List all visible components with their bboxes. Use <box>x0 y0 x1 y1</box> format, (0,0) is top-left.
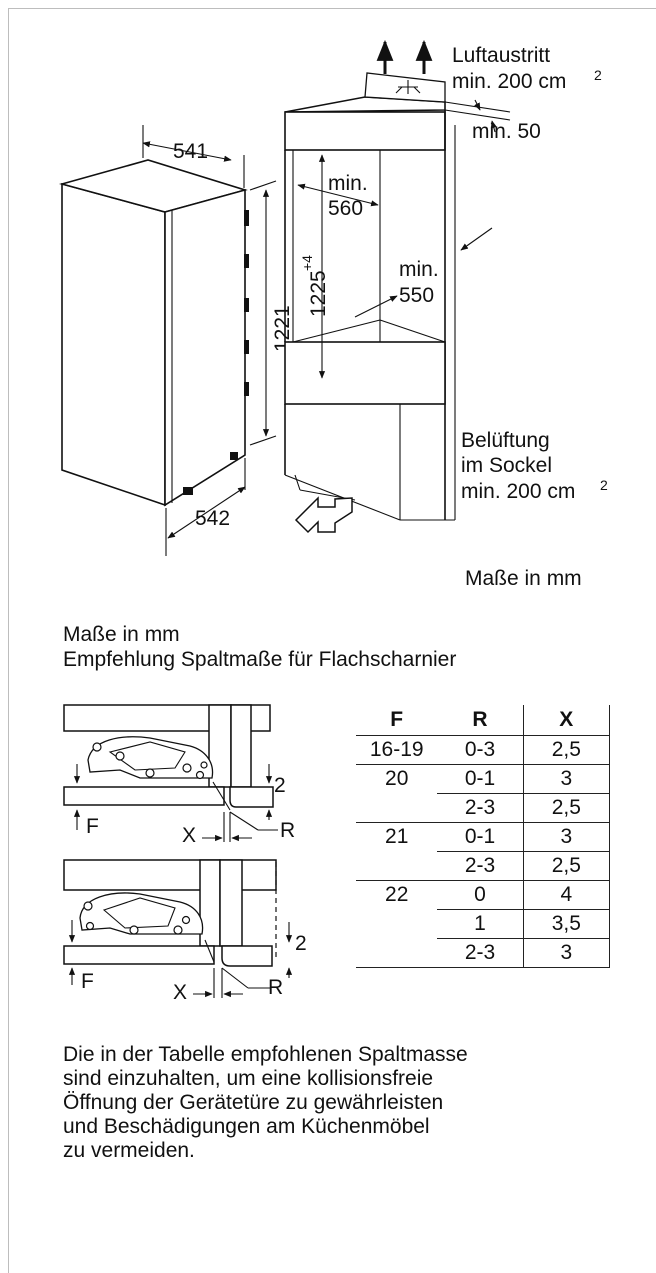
installation-note: Die in der Tabelle empfohlenen Spaltmass… <box>63 1043 468 1163</box>
cell-x: 2,5 <box>523 851 611 881</box>
cell-f: 22 <box>385 883 409 907</box>
dimension-min-550: min. 550 <box>354 258 439 318</box>
upper-cabinet <box>284 111 446 151</box>
table-row: 2-3 3 <box>356 938 611 968</box>
air-outlet-arrows <box>376 39 433 74</box>
cell-f: 20 <box>385 767 409 791</box>
units-caption: Maße in mm <box>465 567 582 590</box>
appliance-drawing <box>58 159 249 507</box>
cell-f <box>356 910 437 939</box>
lower-cabinet <box>284 341 446 405</box>
table-row: 1 3,5 <box>356 909 611 939</box>
note-line: Die in der Tabelle empfohlenen Spaltmass… <box>63 1043 468 1066</box>
cell-f <box>356 851 438 881</box>
cell-x: 3 <box>523 764 611 794</box>
table-row: 20 0-1 3 <box>356 764 611 794</box>
table-row: 21 0-1 3 <box>356 822 611 852</box>
cell-x: 3 <box>523 822 611 852</box>
cell-f: 21 <box>385 825 409 849</box>
side-arrow <box>460 227 493 251</box>
dimension-depth-542: 542 <box>165 458 246 556</box>
cell-f <box>356 938 438 968</box>
gap-heading-line2: Empfehlung Spaltmaße für Flachscharnier <box>63 648 456 671</box>
label-min-50: min. 50 <box>472 120 541 143</box>
header-r: R <box>437 705 524 736</box>
label-ventilation-line3: min. 200 cm <box>461 480 575 503</box>
hinge2-label-2: 2 <box>295 932 307 955</box>
label-1225: 1225 <box>307 270 330 317</box>
gap-table: F R X 16-19 0-3 2,5 20 0-1 3 2-3 2,5 21 … <box>356 705 611 968</box>
cell-x: 3 <box>523 938 611 968</box>
header-x: X <box>523 705 611 736</box>
label-541: 541 <box>173 140 208 163</box>
table-row: 2-3 2,5 <box>356 851 611 881</box>
note-line: Öffnung der Gerätetüre zu gewährleisten <box>63 1091 444 1114</box>
base-ventilation-arrow <box>294 496 353 534</box>
note-line: und Beschädigungen am Küchenmöbel <box>63 1115 430 1138</box>
dimension-niche-height: 1225 +4 <box>299 154 330 379</box>
page-frame <box>8 8 656 1273</box>
hinge1-label-x: X <box>182 824 196 847</box>
label-ventilation-line1: Belüftung <box>461 429 550 452</box>
cell-r: 0-3 <box>437 735 524 765</box>
label-min-550-line2: 550 <box>399 284 434 307</box>
dimension-height-1221: 1221 <box>249 180 294 446</box>
label-min-560-line1: min. <box>328 172 368 195</box>
label-ventilation-sup: 2 <box>600 477 608 493</box>
table-row: 22 0 4 <box>356 880 611 910</box>
cell-r: 0 <box>437 880 524 910</box>
label-1221: 1221 <box>271 305 294 352</box>
label-1225-tolerance: +4 <box>299 255 315 271</box>
label-542: 542 <box>195 507 230 530</box>
header-f: F <box>356 705 438 736</box>
dimension-width-541: 541 <box>142 125 245 188</box>
table-row: 2-3 2,5 <box>356 793 611 823</box>
hinge-detail-2: 2 F X R <box>63 859 307 1004</box>
label-min-550-line1: min. <box>399 258 439 281</box>
label-air-outlet-line2: min. 200 cm <box>452 70 566 93</box>
cell-x: 3,5 <box>523 909 611 939</box>
hinge2-label-r: R <box>268 976 283 999</box>
table-row: 16-19 0-3 2,5 <box>356 735 611 765</box>
dimension-min-50: min. 50 <box>444 99 541 143</box>
label-air-outlet-sup: 2 <box>594 67 602 83</box>
cell-r: 0-1 <box>437 764 524 794</box>
niche-drawing <box>284 72 456 521</box>
hinge2-label-x: X <box>173 981 187 1004</box>
cell-r: 0-1 <box>437 822 524 852</box>
hinge2-label-f: F <box>81 970 94 993</box>
note-line: sind einzuhalten, um eine kollisionsfrei… <box>63 1067 434 1090</box>
note-line: zu vermeiden. <box>63 1139 195 1162</box>
cell-f <box>356 793 438 823</box>
dimension-min-560: min. 560 <box>297 172 379 220</box>
hinge1-label-f: F <box>86 815 99 838</box>
label-ventilation-line2: im Sockel <box>461 454 552 477</box>
cell-x: 2,5 <box>523 735 611 765</box>
cell-r: 1 <box>437 909 524 939</box>
hinge1-label-r: R <box>280 819 295 842</box>
hinge1-label-2: 2 <box>274 774 286 797</box>
label-air-outlet-line1: Luftaustritt <box>452 44 550 67</box>
cell-x: 2,5 <box>523 793 611 823</box>
appliance-side-face <box>164 188 246 507</box>
cell-r: 2-3 <box>437 938 524 968</box>
cell-f: 16-19 <box>356 735 438 765</box>
gap-heading-line1: Maße in mm <box>63 623 180 646</box>
hinge-detail-1: 2 F X R <box>63 704 295 847</box>
cell-r: 2-3 <box>437 851 524 881</box>
gap-table-header: F R X <box>356 705 611 736</box>
appliance-front-face <box>61 182 166 507</box>
cell-r: 2-3 <box>437 793 524 823</box>
cell-x: 4 <box>523 880 611 910</box>
label-min-560-line2: 560 <box>328 197 363 220</box>
